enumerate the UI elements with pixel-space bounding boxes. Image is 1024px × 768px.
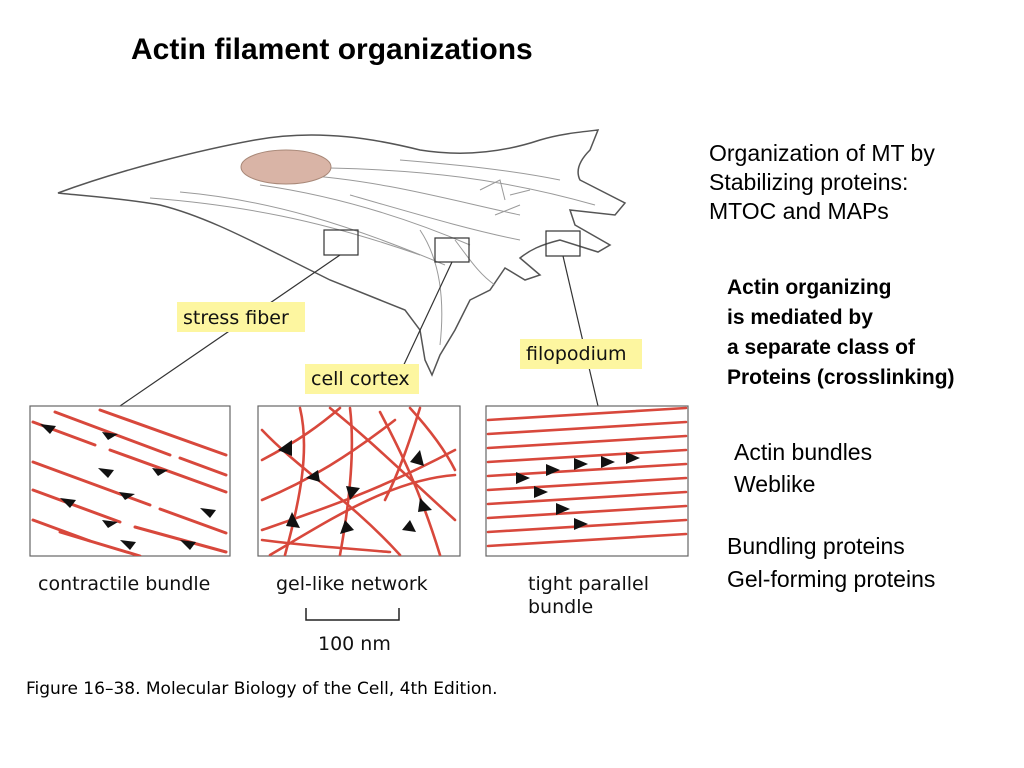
tight-filaments	[486, 406, 688, 548]
filopodium-box	[545, 230, 581, 257]
note-line: Weblike	[734, 471, 816, 497]
scale-bar	[305, 608, 400, 621]
filopodium-label: filopodium	[526, 343, 626, 365]
gel-network-panel	[257, 405, 461, 557]
actin-organizing-note: Actin organizing is mediated by a separa…	[727, 273, 955, 393]
note-line: Gel-forming proteins	[727, 566, 936, 592]
slide-title: Actin filament organizations	[131, 33, 533, 66]
actin-bundles-note: Actin bundles Weblike	[734, 436, 872, 500]
contractile-arrowheads	[40, 424, 216, 550]
proteins-note: Bundling proteins Gel-forming proteins	[727, 530, 935, 596]
stress-fiber-callout-bg	[177, 302, 305, 332]
note-line: Proteins (crosslinking)	[727, 366, 955, 389]
filopodium-callout-bg	[520, 339, 642, 369]
scale-bar-label: 100 nm	[318, 633, 391, 655]
note-line: Actin organizing	[727, 276, 892, 299]
filopodium-leader	[562, 255, 599, 407]
gel-arrowheads	[278, 440, 432, 534]
tight-bundle-label-line1: tight parallel	[528, 573, 649, 595]
note-line: a separate class of	[727, 336, 915, 359]
gel-network-label: gel-like network	[276, 573, 428, 595]
note-line: Actin bundles	[734, 439, 873, 465]
cell-cortex-label: cell cortex	[311, 368, 410, 390]
figure-caption: Figure 16–38. Molecular Biology of the C…	[26, 679, 498, 699]
note-line: is mediated by	[727, 306, 873, 329]
note-line: Bundling proteins	[727, 533, 905, 559]
gel-filaments	[260, 406, 457, 556]
cell-fibers	[149, 159, 596, 346]
tight-bundle-label-line2: bundle	[528, 596, 593, 618]
nucleus	[240, 149, 332, 185]
cell-outline	[57, 129, 627, 377]
mt-organization-note: Organization of MT by Stabilizing protei…	[709, 139, 935, 226]
note-line: MTOC and MAPs	[709, 198, 889, 224]
contractile-filaments	[31, 408, 228, 556]
tight-arrowheads	[516, 452, 640, 530]
cell-cortex-callout-bg	[305, 364, 419, 394]
stress-fiber-label: stress fiber	[183, 307, 289, 329]
note-line: Organization of MT by	[709, 140, 935, 166]
cell-cortex-leader	[399, 261, 453, 374]
note-line: Stabilizing proteins:	[709, 169, 909, 195]
contractile-bundle-label: contractile bundle	[38, 573, 210, 595]
stress-fiber-box	[323, 229, 359, 256]
